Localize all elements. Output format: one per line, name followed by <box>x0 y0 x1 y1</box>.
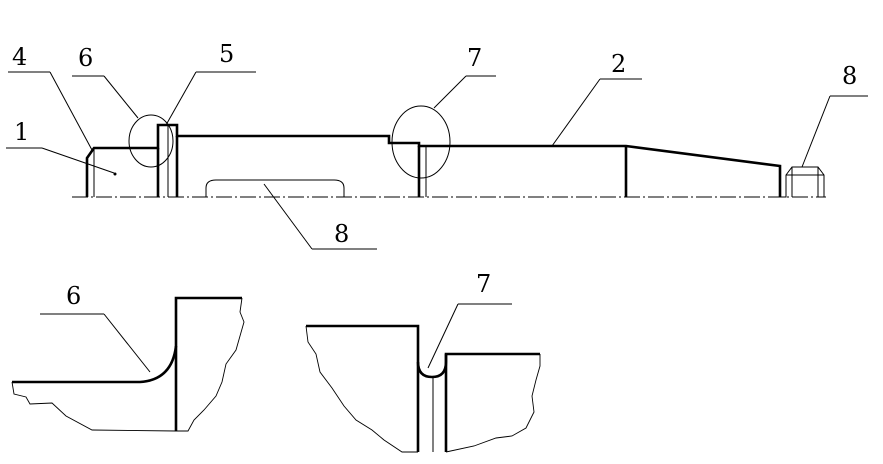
label-6: 6 <box>78 44 93 72</box>
label-8-right: 8 <box>842 62 857 90</box>
detail-6-leader <box>103 313 151 373</box>
detail-7-profile <box>306 324 540 379</box>
label-5: 5 <box>219 40 234 68</box>
leader-4 <box>49 71 93 151</box>
detail-7-label: 7 <box>476 270 491 298</box>
detail-7-break-right <box>445 354 541 453</box>
main-leaders: 4 1 6 5 7 2 8 8 <box>6 40 868 250</box>
detail-6-label: 6 <box>66 282 81 310</box>
leader-8-right <box>801 95 831 168</box>
leader-2 <box>551 78 601 147</box>
shaft-outline <box>85 123 782 197</box>
leader-7 <box>433 75 467 109</box>
detail-6-break-right <box>176 297 245 432</box>
detail-view-7: 7 <box>305 270 541 453</box>
label-4: 4 <box>12 43 27 71</box>
main-view <box>72 105 826 198</box>
label-7: 7 <box>467 44 482 72</box>
leader-6 <box>103 75 139 119</box>
detail-circle-7 <box>391 105 451 179</box>
keyway <box>205 179 345 197</box>
label-2: 2 <box>611 50 626 78</box>
label-8-bottom: 8 <box>334 220 349 248</box>
leader-5 <box>165 71 197 126</box>
detail-7-leader <box>427 303 459 369</box>
detail-6-break-bottom <box>11 381 177 432</box>
leader-8-bottom <box>263 183 313 250</box>
detail-6-profile <box>12 296 242 384</box>
detail-view-6: 6 <box>11 282 245 432</box>
detail-7-break-left <box>305 325 418 453</box>
thread-end-outline <box>780 166 825 198</box>
leader-1 <box>41 147 115 174</box>
leader-dot-1 <box>113 172 117 176</box>
detail-circle-6 <box>128 114 174 168</box>
label-1: 1 <box>14 118 29 146</box>
